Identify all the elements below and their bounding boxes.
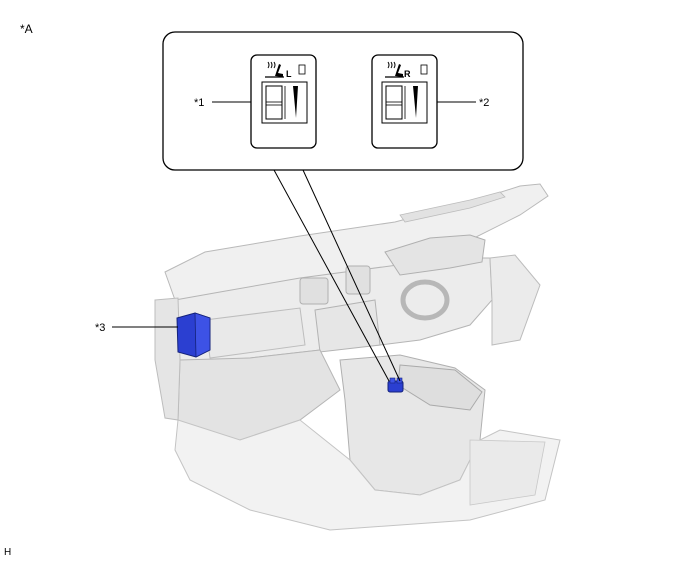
corner-mark: H (4, 547, 11, 558)
meter-hood (384, 234, 486, 276)
switch-left: L (250, 54, 317, 149)
indicator-light-icon (298, 64, 306, 75)
detail-callout-box (162, 31, 524, 171)
switch-knob-left (389, 377, 396, 384)
switch-right-side-letter: R (404, 69, 411, 79)
switch-right-rocker (385, 85, 403, 120)
left-side-panel (154, 297, 181, 421)
switch-left-rocker (265, 85, 283, 120)
callout-label-1: *1 (194, 97, 204, 109)
callout-label-2: *2 (479, 97, 489, 109)
zoom-line-2 (302, 169, 401, 382)
switch-housing (387, 380, 404, 393)
indicator-light-icon (420, 64, 428, 75)
seat-heater-icon (385, 61, 404, 78)
steering-wheel (400, 279, 450, 321)
center-vent-right (345, 265, 371, 295)
switch-left-side-letter: L (286, 69, 292, 79)
floor (174, 419, 561, 531)
ecu-face (194, 312, 211, 358)
zoom-line-1 (273, 169, 390, 382)
center-vent-left (299, 277, 329, 305)
level-wedge-icon (293, 86, 298, 118)
floor-mat (469, 439, 546, 506)
switch-right: R (371, 54, 438, 149)
center-stack (314, 299, 381, 353)
dashboard-defroster (399, 191, 506, 223)
callout-label-3: *3 (95, 322, 105, 334)
part-3-ecu (176, 312, 211, 358)
right-door-trim (489, 254, 541, 346)
seat-heater-icon (265, 61, 284, 78)
vehicle-interior (154, 183, 561, 531)
figure-label: *A (20, 22, 33, 36)
level-wedge-icon (413, 86, 418, 118)
